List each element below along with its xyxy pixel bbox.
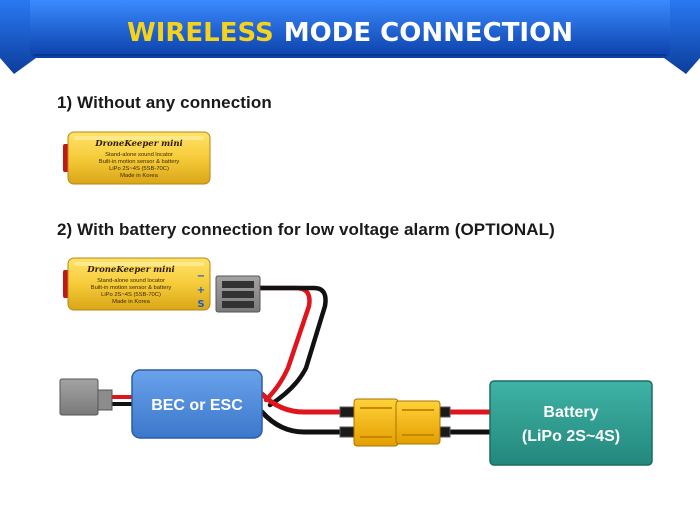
section-title-battery-connection: 2) With battery connection for low volta… <box>57 220 555 239</box>
device-line-3: LiPo 2S~4S (5SB-70C) <box>109 166 169 172</box>
power-wire-black-left <box>259 409 355 435</box>
banner-body <box>30 0 670 58</box>
pin-label-negative: − <box>197 271 205 282</box>
wiring <box>110 285 493 435</box>
device-brand: DroneKeeper mini <box>86 265 175 275</box>
battery-label-line2: (LiPo 2S~4S) <box>522 428 620 445</box>
dronekeeper-device-connected: DroneKeeper mini Stand-alone sound locat… <box>63 257 211 311</box>
device-line-2: Built-in motion sensor & battery <box>91 285 172 291</box>
device-line-1: Stand-alone sound locator <box>97 278 165 284</box>
battery-label-line1: Battery <box>543 404 598 421</box>
device-body <box>67 257 211 311</box>
device-line-4: Made in Korea <box>120 173 158 179</box>
pin-label-signal: S <box>197 299 204 310</box>
device-line-4: Made in Korea <box>112 299 150 305</box>
banner-right-wing <box>664 0 700 74</box>
receiver-plug <box>59 378 113 416</box>
page-title: WIRELESS MODE CONNECTION <box>127 18 573 48</box>
bec-esc-label: BEC or ESC <box>151 397 243 414</box>
pin-label-positive: + <box>197 285 205 296</box>
battery-pack: Battery (LiPo 2S~4S) <box>489 380 653 466</box>
device-body <box>67 131 211 185</box>
device-line-3: LiPo 2S~4S (5SB-70C) <box>101 292 161 298</box>
bec-esc-module: BEC or ESC <box>131 369 263 439</box>
servo-header <box>215 275 261 313</box>
dronekeeper-device-standalone: DroneKeeper mini Stand-alone sound locat… <box>63 131 211 185</box>
device-brand: DroneKeeper mini <box>94 139 183 149</box>
title-part-mode-connection: MODE CONNECTION <box>284 18 573 48</box>
servo-wire-black <box>255 285 328 408</box>
section-title-without-connection: 1) Without any connection <box>57 93 272 112</box>
title-part-wireless: WIRELESS <box>127 18 274 48</box>
power-wire-red-left <box>259 391 355 415</box>
device-line-2: Built-in motion sensor & battery <box>99 159 180 165</box>
device-line-1: Stand-alone sound locator <box>105 152 173 158</box>
servo-wire-red <box>255 285 312 403</box>
xt60-connector <box>339 398 451 447</box>
header-banner: WIRELESS MODE CONNECTION <box>0 0 700 74</box>
banner-left-wing <box>0 0 36 74</box>
